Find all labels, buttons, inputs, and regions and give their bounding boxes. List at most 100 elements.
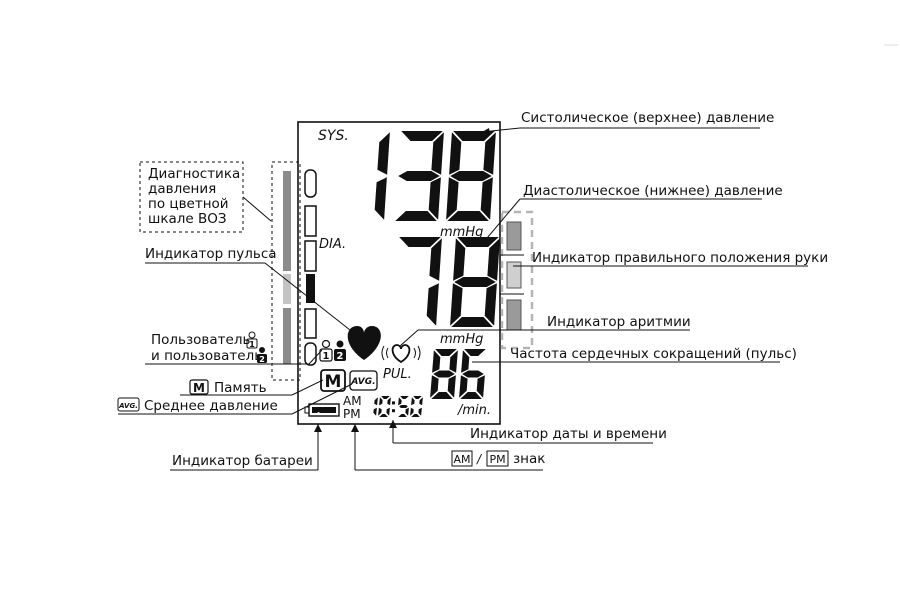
lcd-segment	[450, 171, 492, 181]
lcd-segment	[413, 396, 422, 399]
lcd-segment	[457, 237, 499, 247]
ampm-legend-slash: /	[476, 452, 483, 466]
sys-label: SYS.	[318, 128, 349, 144]
time-value	[373, 396, 423, 417]
lcd-segment	[483, 132, 496, 175]
lcd-segment	[461, 350, 470, 373]
lcd-segment	[377, 132, 390, 175]
lcd-segment	[459, 375, 468, 398]
pulse-value	[430, 349, 486, 399]
svg-text:1: 1	[323, 351, 330, 362]
lcd-segment	[395, 211, 437, 221]
memory-icon: M	[320, 369, 346, 392]
svg-text:AVG.: AVG.	[350, 377, 375, 387]
user-1-icon: 1	[319, 339, 333, 362]
lcd-segment	[405, 407, 409, 416]
pul-label: PUL.	[383, 367, 412, 382]
svg-text:M: M	[325, 372, 342, 392]
lcd-segment	[435, 349, 457, 356]
lcd-segment	[462, 370, 484, 378]
unit-per-min: /min.	[457, 403, 491, 418]
lcd-segment	[386, 407, 390, 416]
svg-text:M: M	[193, 381, 205, 395]
lcd-segment	[428, 177, 441, 220]
diastolic-value	[399, 237, 500, 327]
lcd-segment	[411, 397, 415, 406]
lcd-segment	[418, 407, 422, 416]
label-pulse-indicator: Индикатор пульса	[145, 246, 277, 262]
lcd-segment	[374, 177, 387, 220]
lcd-segment	[460, 392, 482, 399]
lcd-segment	[454, 277, 496, 287]
unit-mmhg-sys: mmHg	[440, 225, 483, 240]
avg-icon: AVG.	[349, 370, 378, 391]
ampm-legend-sign: знак	[513, 451, 545, 467]
svg-text:2: 2	[259, 355, 265, 364]
lcd-segment	[401, 131, 443, 141]
memory-legend-badge: M	[189, 379, 209, 395]
who-line-4: шкале ВОЗ	[148, 211, 227, 227]
callout-lines	[118, 127, 808, 471]
dia-label: DIA.	[319, 237, 346, 252]
lcd-segment	[453, 238, 466, 281]
who-callout-text: Диагностика давления по цветной шкале ВО…	[148, 166, 245, 227]
who-color-scale	[271, 161, 317, 381]
who-line-2: давления	[148, 181, 216, 197]
lcd-segment	[400, 396, 409, 399]
lcd-segment	[426, 283, 439, 326]
lcd-segment	[480, 177, 493, 220]
lcd-segment	[447, 211, 489, 221]
lcd-segment	[451, 317, 493, 327]
lcd-segment	[453, 131, 495, 141]
lcd-segment	[381, 396, 390, 399]
ampm-legend: AM / PM знак	[451, 450, 545, 467]
lcd-segment	[379, 414, 388, 417]
lcd-segment	[387, 397, 391, 406]
label-battery: Индикатор батареи	[172, 453, 313, 469]
battery-icon	[304, 403, 340, 417]
who-callout-box	[139, 161, 244, 233]
user-1-legend-icon: 1	[246, 331, 258, 349]
label-user-2: и пользователь	[151, 348, 262, 364]
lcd-segment	[432, 350, 441, 373]
lcd-segment	[411, 414, 420, 417]
lcd-segment	[374, 397, 378, 406]
lcd-frame	[297, 121, 501, 425]
unit-mmhg-dia: mmHg	[440, 332, 483, 347]
svg-text:2: 2	[337, 351, 344, 362]
time-colon-dot	[392, 409, 395, 413]
lcd-segment	[449, 350, 458, 373]
svg-text:AVG.: AVG.	[118, 402, 138, 410]
user-2-legend-icon: 2	[257, 347, 267, 364]
lcd-segment	[399, 237, 441, 247]
lcd-segment	[431, 132, 444, 175]
lcd-segment	[464, 349, 486, 356]
lcd-segment	[398, 397, 402, 406]
label-systolic: Систолическое (верхнее) давление	[521, 110, 774, 126]
avg-legend-badge: AVG.	[117, 397, 140, 412]
lcd-segment	[484, 283, 497, 326]
lcd-segment	[419, 397, 423, 406]
lcd-segment	[446, 177, 459, 220]
label-average: Среднее давление	[144, 398, 278, 414]
lcd-segment	[379, 397, 383, 406]
pm-indicator: PM	[343, 407, 361, 421]
label-datetime: Индикатор даты и времени	[470, 426, 667, 442]
lcd-segment	[398, 171, 440, 181]
lcd-segment	[476, 375, 485, 398]
lcd-segment	[378, 407, 382, 416]
systolic-value	[374, 131, 496, 221]
lcd-segment	[433, 370, 455, 378]
label-arm-position: Индикатор правильного положения руки	[532, 250, 828, 266]
lcd-segment	[373, 407, 377, 416]
lcd-segment	[449, 132, 462, 175]
who-line-1: Диагностика	[148, 166, 240, 182]
label-heart-rate: Частота сердечных сокращений (пульс)	[510, 346, 797, 362]
arrhythmia-heart-icon	[381, 344, 421, 364]
lcd-segment	[398, 414, 407, 417]
lcd-segment	[410, 407, 414, 416]
lcd-segment	[431, 392, 453, 399]
user-2-icon: 2	[334, 340, 346, 362]
time-colon-dot	[392, 401, 395, 405]
